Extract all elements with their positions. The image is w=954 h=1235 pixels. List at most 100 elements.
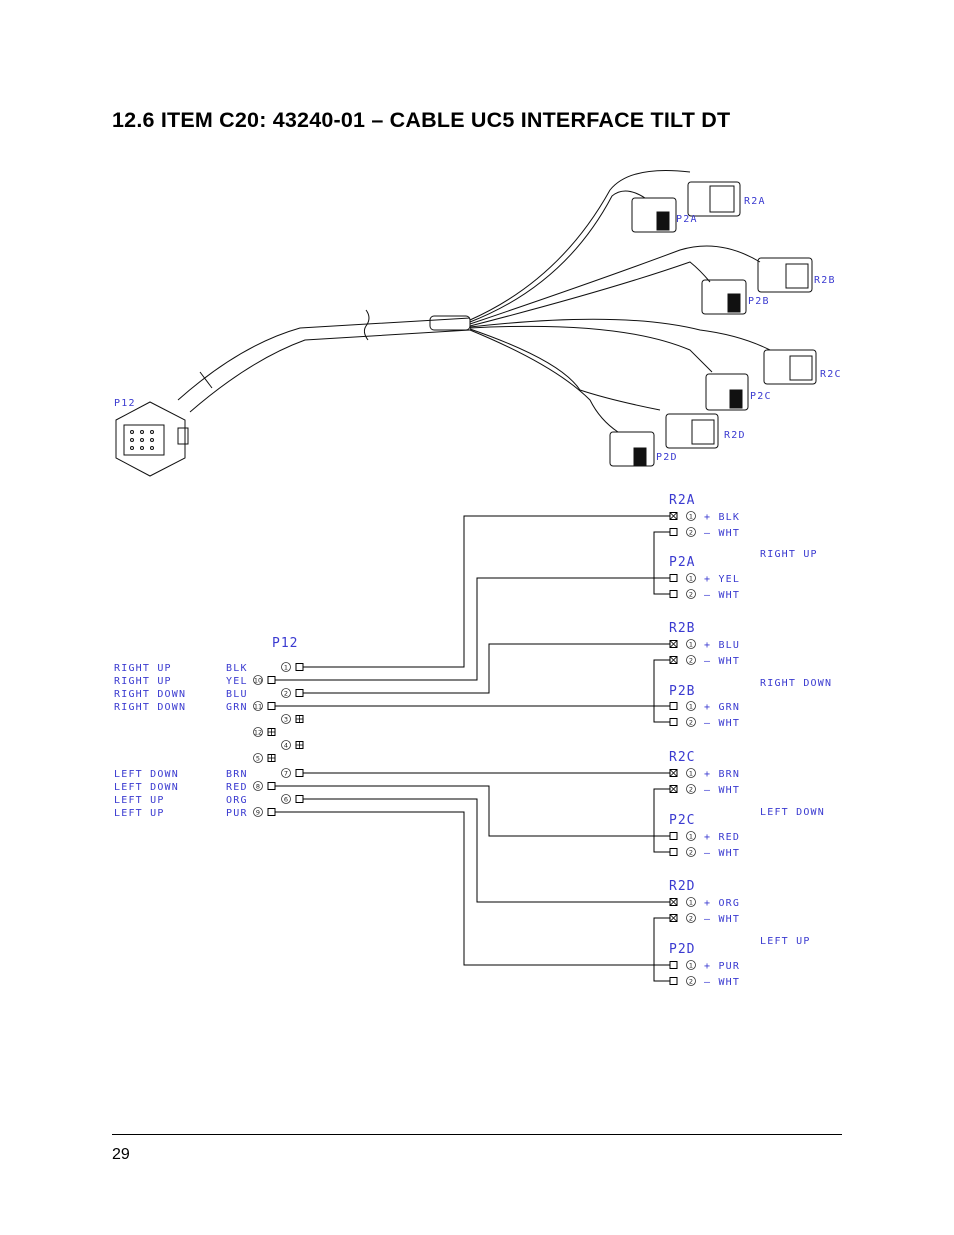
p12-wire-color: BRN bbox=[226, 769, 248, 780]
connector-terminal bbox=[669, 718, 678, 726]
connector-terminal bbox=[669, 590, 678, 598]
connector-wire-label: – WHT bbox=[704, 785, 740, 796]
connector-wire-label: + RED bbox=[704, 832, 740, 843]
connector-wire-label: – WHT bbox=[704, 914, 740, 925]
p12-pin-number: 1 bbox=[284, 664, 288, 672]
connector-wire-label: – WHT bbox=[704, 528, 740, 539]
wire-blu bbox=[303, 643, 670, 694]
group-function-label: LEFT DOWN bbox=[760, 807, 825, 818]
label-p2b-drawing: P2B bbox=[748, 296, 770, 307]
connector-wire-label: + PUR bbox=[704, 961, 740, 972]
connector-pin-number: 2 bbox=[689, 529, 693, 537]
connector-pin-number: 2 bbox=[689, 591, 693, 599]
p12-pin-terminal bbox=[267, 782, 276, 790]
connector-terminal bbox=[669, 528, 678, 536]
harness-illustration bbox=[115, 169, 817, 477]
p12-function-label: LEFT DOWN bbox=[114, 769, 179, 780]
wire-pur bbox=[275, 811, 670, 966]
connector-label: P2D bbox=[669, 942, 695, 957]
connector-wire-label: + YEL bbox=[704, 574, 740, 585]
wire-yel bbox=[275, 577, 670, 681]
label-r2b-drawing: R2B bbox=[814, 275, 836, 286]
wire-wht-right-up bbox=[653, 531, 670, 595]
connector-pin-number: 1 bbox=[689, 770, 693, 778]
wire-blk bbox=[303, 515, 670, 668]
p12-function-label: RIGHT DOWN bbox=[114, 702, 186, 713]
p12-wire-color: BLU bbox=[226, 689, 248, 700]
connector-pin-number: 2 bbox=[689, 786, 693, 794]
p12-pin-number: 8 bbox=[256, 783, 260, 791]
connector-label: P2C bbox=[669, 813, 695, 828]
p12-pin-number: 11 bbox=[254, 703, 262, 711]
connector-pin-number: 2 bbox=[689, 657, 693, 665]
connector-wire-label: + BLU bbox=[704, 640, 740, 651]
connector-terminal bbox=[669, 961, 678, 969]
group-left-up: LEFT UP R2D 1 + ORG 2 – WHT P2D 1 + PUR … bbox=[669, 879, 811, 988]
p12-pin-number: 10 bbox=[254, 677, 262, 685]
p12-pin-terminal bbox=[295, 795, 304, 803]
p12-function-label: LEFT UP bbox=[114, 795, 165, 806]
label-p12-drawing: P12 bbox=[114, 398, 136, 409]
connector-wire-label: + BRN bbox=[704, 769, 740, 780]
connector-wire-label: – WHT bbox=[704, 848, 740, 859]
group-function-label: RIGHT DOWN bbox=[760, 678, 832, 689]
connector-terminal bbox=[669, 574, 678, 582]
wire-wht-left-up bbox=[653, 917, 670, 982]
p12-pin-number: 6 bbox=[284, 796, 288, 804]
p12-schematic-label: P12 bbox=[272, 636, 298, 651]
group-right-down: RIGHT DOWN R2B 1 + BLU 2 – WHT P2B 1 + G… bbox=[669, 621, 832, 729]
connector-pin-number: 1 bbox=[689, 575, 693, 583]
wire-wht-right-down bbox=[653, 659, 670, 723]
connector-pin-number: 1 bbox=[689, 899, 693, 907]
label-p2c-drawing: P2C bbox=[750, 391, 772, 402]
p12-pin-terminal bbox=[267, 702, 276, 710]
p12-wire-color: BLK bbox=[226, 663, 248, 674]
p12-pin-number: 7 bbox=[284, 770, 288, 778]
group-function-label: LEFT UP bbox=[760, 936, 811, 947]
p12-function-label: LEFT DOWN bbox=[114, 782, 179, 793]
connector-pin-number: 2 bbox=[689, 915, 693, 923]
connector-terminal bbox=[669, 832, 678, 840]
p12-function-label: LEFT UP bbox=[114, 808, 165, 819]
connector-label: P2B bbox=[669, 684, 695, 699]
connector-terminal bbox=[669, 977, 678, 985]
p12-pin-terminal bbox=[267, 808, 276, 816]
p12-connector-drawing bbox=[115, 401, 189, 477]
connector-terminal bbox=[669, 848, 678, 856]
label-r2c-drawing: R2C bbox=[820, 369, 842, 380]
p12-pin-terminal bbox=[295, 663, 304, 671]
connector-label: P2A bbox=[669, 555, 695, 570]
connector-wire-label: + BLK bbox=[704, 512, 740, 523]
p12-wire-color: ORG bbox=[226, 795, 248, 806]
wiring-schematic: P12 RIGHT UP BLK 1 RIGHT UP YEL 10 RIGHT… bbox=[114, 493, 832, 988]
connector-pin-number: 2 bbox=[689, 849, 693, 857]
p12-pin-number: 12 bbox=[254, 729, 262, 737]
p12-pin-number: 4 bbox=[284, 742, 288, 750]
connector-wire-label: – WHT bbox=[704, 656, 740, 667]
connector-label: R2B bbox=[669, 621, 695, 636]
p12-pin-terminal bbox=[295, 689, 304, 697]
p12-pin-number: 3 bbox=[284, 716, 288, 724]
wire-traces bbox=[275, 515, 670, 982]
connector-label: R2C bbox=[669, 750, 695, 765]
wire-org bbox=[303, 798, 670, 903]
connector-pin-number: 1 bbox=[689, 641, 693, 649]
connector-pin-number: 1 bbox=[689, 703, 693, 711]
connector-pin-number: 2 bbox=[689, 719, 693, 727]
p12-function-label: RIGHT UP bbox=[114, 663, 172, 674]
harness-labels: P12 R2A P2A R2B P2B R2C P2C R2D P2D bbox=[114, 196, 842, 463]
connector-wire-label: + ORG bbox=[704, 898, 740, 909]
connector-pin-number: 1 bbox=[689, 513, 693, 521]
group-function-label: RIGHT UP bbox=[760, 549, 818, 560]
connector-pin-number: 1 bbox=[689, 833, 693, 841]
p12-wire-color: RED bbox=[226, 782, 248, 793]
connector-pin-number: 1 bbox=[689, 962, 693, 970]
p12-function-label: RIGHT UP bbox=[114, 676, 172, 687]
connector-terminal bbox=[669, 702, 678, 710]
connector-label: R2A bbox=[669, 493, 695, 508]
p12-wire-color: GRN bbox=[226, 702, 248, 713]
connector-wire-label: – WHT bbox=[704, 590, 740, 601]
label-p2d-drawing: P2D bbox=[656, 452, 678, 463]
p12-pin-number: 2 bbox=[284, 690, 288, 698]
